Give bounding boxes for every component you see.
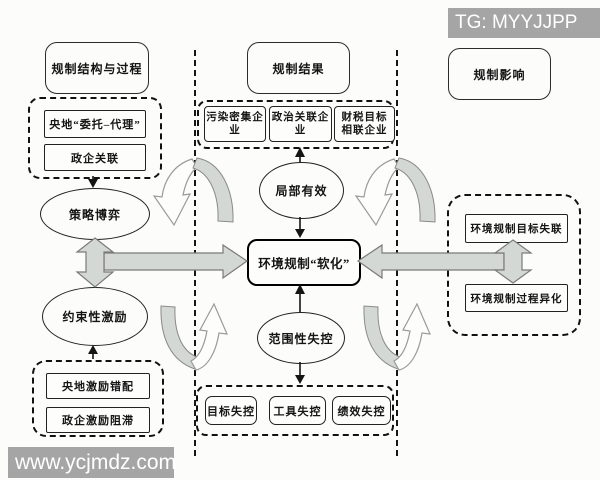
header-structure-process: 规制结构与过程 xyxy=(45,42,149,94)
cycle-arrow-white-down-top-right xyxy=(354,158,400,227)
cycle-arrow-gray-band-top-left xyxy=(192,157,234,223)
arrow-effective-to-firms-head xyxy=(295,147,305,157)
watermark-top-right: TG: MYYJJPP xyxy=(448,8,600,38)
box-gov-firm-relation: 政企关联 xyxy=(44,144,146,171)
arrow-scope-to-failures-head xyxy=(295,375,305,384)
box-incentive-block: 政企激励阻滞 xyxy=(46,407,150,433)
ellipse-strategy-game: 策略博弈 xyxy=(40,188,150,240)
cycle-arrow-gray-band-bottom-right xyxy=(363,305,401,370)
ellipse-scope-failure: 范围性失控 xyxy=(257,312,345,364)
box-goal-disconnection: 环境规制目标失联 xyxy=(465,214,568,243)
cycle-arrows-bottom-right xyxy=(363,302,431,371)
watermark-bottom-left: www.ycjmdz.com xyxy=(8,447,176,478)
block-arrow-left-to-central xyxy=(103,243,249,280)
cycle-arrow-gray-band-top-right xyxy=(394,157,436,223)
header-impact: 规制影响 xyxy=(448,48,551,100)
cycle-arrows-top-left xyxy=(152,157,234,227)
group-failures: 目标失控 工具失控 绩效失控 xyxy=(196,385,394,436)
arrow-structure-to-strategy-head xyxy=(88,179,98,188)
box-central-local-agency: 央地“委托–代理” xyxy=(44,110,146,138)
box-process-alienation: 环境规制过程异化 xyxy=(465,284,568,312)
box-politically-connected-firms: 政治关联企业 xyxy=(269,106,332,142)
box-regulation-softening: 环境规制“软化” xyxy=(247,239,361,286)
double-arrow-vertical-right xyxy=(493,239,533,284)
box-goal-failure: 目标失控 xyxy=(205,396,257,425)
group-incentive: 央地激励错配 政企激励阻滞 xyxy=(32,360,164,437)
group-firms: 污染密集企业 政治关联企业 财税目标相联企业 xyxy=(197,100,395,149)
cycle-arrows-bottom-left xyxy=(160,302,228,371)
box-tool-failure: 工具失控 xyxy=(269,396,326,425)
ellipse-partially-effective: 局部有效 xyxy=(259,162,344,219)
thin-connector-arrows xyxy=(88,147,305,384)
group-structure: 央地“委托–代理” 政企关联 xyxy=(28,97,162,179)
arrow-effective-to-central-head xyxy=(295,229,305,238)
cycle-arrow-white-down-top-left xyxy=(152,158,198,227)
cycle-arrow-white-up-bottom-right xyxy=(393,302,431,371)
arrow-incentivegroup-to-incentive-head xyxy=(88,345,98,354)
box-pollution-intensive-firms: 污染密集企业 xyxy=(204,106,266,142)
cycle-arrows-top-right xyxy=(354,157,436,227)
arrow-scope-to-central-head xyxy=(295,284,305,294)
box-fiscal-linked-firms: 财税目标相联企业 xyxy=(334,106,395,142)
box-performance-failure: 绩效失控 xyxy=(332,396,391,425)
header-results: 规制结果 xyxy=(247,42,350,94)
double-arrow-vertical-left xyxy=(75,237,115,288)
cycle-arrow-white-up-bottom-left xyxy=(190,302,228,371)
box-incentive-mismatch: 央地激励错配 xyxy=(46,373,150,399)
cycle-arrow-gray-band-bottom-left xyxy=(160,305,198,370)
block-arrow-right-to-central xyxy=(356,243,505,280)
